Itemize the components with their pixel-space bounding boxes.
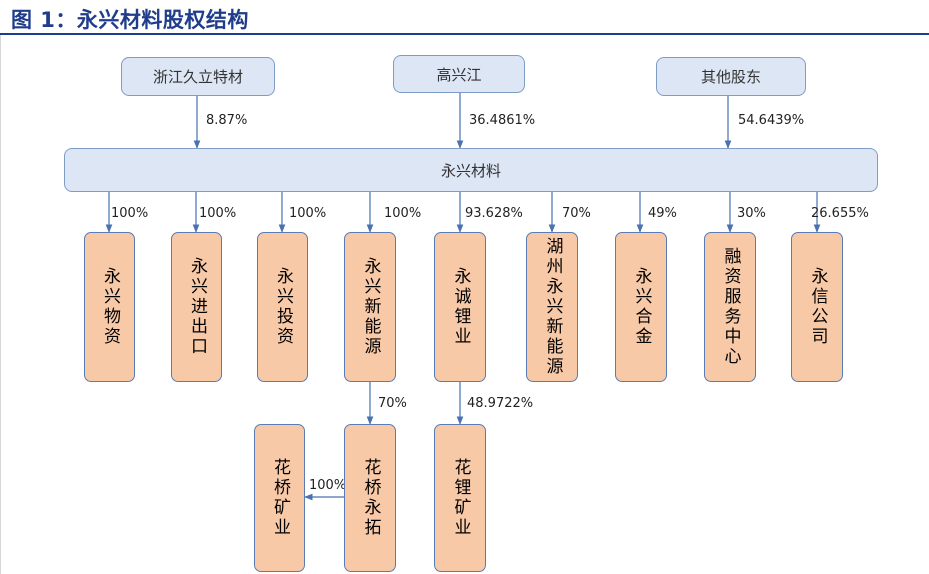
holder-pct: 36.4861% bbox=[469, 113, 536, 128]
subsidiary-pct: 26.655% bbox=[811, 206, 869, 221]
subsidiary-box-yongxing-touzi: 永兴投资 bbox=[257, 232, 308, 382]
subsidiary-label: 永兴合金 bbox=[631, 267, 652, 347]
subsidiary-label: 永诚锂业 bbox=[450, 267, 471, 347]
title-rule bbox=[0, 33, 929, 35]
subsidiary-pct: 70% bbox=[562, 206, 591, 221]
holder-box-zhejiang-jiuli: 浙江久立特材 bbox=[121, 57, 275, 96]
holder-box-gao-xingjiang: 高兴江 bbox=[393, 55, 525, 93]
subsidiary-pct: 49% bbox=[648, 206, 677, 221]
subsidiary-box-yongxing-xinnengyuan: 永兴新能源 bbox=[344, 232, 396, 382]
third-level-box-hualì-kuangye: 花锂矿业 bbox=[434, 424, 486, 572]
subsidiary-pct: 30% bbox=[737, 206, 766, 221]
subsidiary-pct: 93.628% bbox=[465, 206, 523, 221]
main-company-label: 永兴材料 bbox=[440, 161, 501, 180]
subsidiary-box-yongxing-hejin: 永兴合金 bbox=[615, 232, 667, 382]
subsidiary-box-huzhou-yongxing: 湖州永兴新能源 bbox=[526, 232, 578, 382]
subsidiary-label: 融资服务中心 bbox=[720, 247, 741, 367]
left-border bbox=[0, 35, 1, 574]
subsidiary-pct: 100% bbox=[111, 206, 149, 221]
holder-pct: 8.87% bbox=[206, 113, 248, 128]
holder-box-other-shareholders: 其他股东 bbox=[656, 57, 806, 96]
third-level-pct: 48.9722% bbox=[467, 396, 534, 411]
third-level-label: 花桥永拓 bbox=[360, 458, 381, 538]
holder-pct: 54.6439% bbox=[738, 113, 805, 128]
subsidiary-label: 永兴进出口 bbox=[187, 257, 207, 357]
subsidiary-box-rongzi-fuwu: 融资服务中心 bbox=[704, 232, 756, 382]
main-company-box: 永兴材料 bbox=[64, 148, 878, 192]
subsidiary-box-yongcheng-liye: 永诚锂业 bbox=[434, 232, 486, 382]
figure-title: 图 1：永兴材料股权结构 bbox=[11, 8, 249, 32]
third-level-pct: 70% bbox=[378, 396, 407, 411]
subsidiary-box-yongxin: 永信公司 bbox=[791, 232, 843, 382]
third-level-box-huaqiao-yongtuo: 花桥永拓 bbox=[344, 424, 396, 572]
third-level-label: 花锂矿业 bbox=[450, 458, 471, 538]
subsidiary-pct: 100% bbox=[199, 206, 237, 221]
subsidiary-label: 永兴物资 bbox=[100, 267, 120, 347]
subsidiary-box-yongxing-jinchukou: 永兴进出口 bbox=[171, 232, 222, 382]
subsidiary-label: 永信公司 bbox=[807, 267, 828, 347]
subsidiary-box-yongxing-wuzi: 永兴物资 bbox=[84, 232, 135, 382]
subsidiary-label: 永兴投资 bbox=[273, 267, 293, 347]
subsidiary-pct: 100% bbox=[289, 206, 327, 221]
subsidiary-label: 永兴新能源 bbox=[360, 257, 381, 357]
subsidiary-pct: 100% bbox=[384, 206, 422, 221]
subsidiary-label: 湖州永兴新能源 bbox=[542, 237, 563, 377]
holder-label: 浙江久立特材 bbox=[152, 68, 243, 86]
third-level-box-huaqiao-kuangye: 花桥矿业 bbox=[254, 424, 305, 572]
third-level-pct: 100% bbox=[309, 478, 347, 493]
third-level-label: 花桥矿业 bbox=[270, 458, 290, 538]
holder-label: 高兴江 bbox=[436, 65, 482, 84]
holder-label: 其他股东 bbox=[700, 68, 761, 86]
